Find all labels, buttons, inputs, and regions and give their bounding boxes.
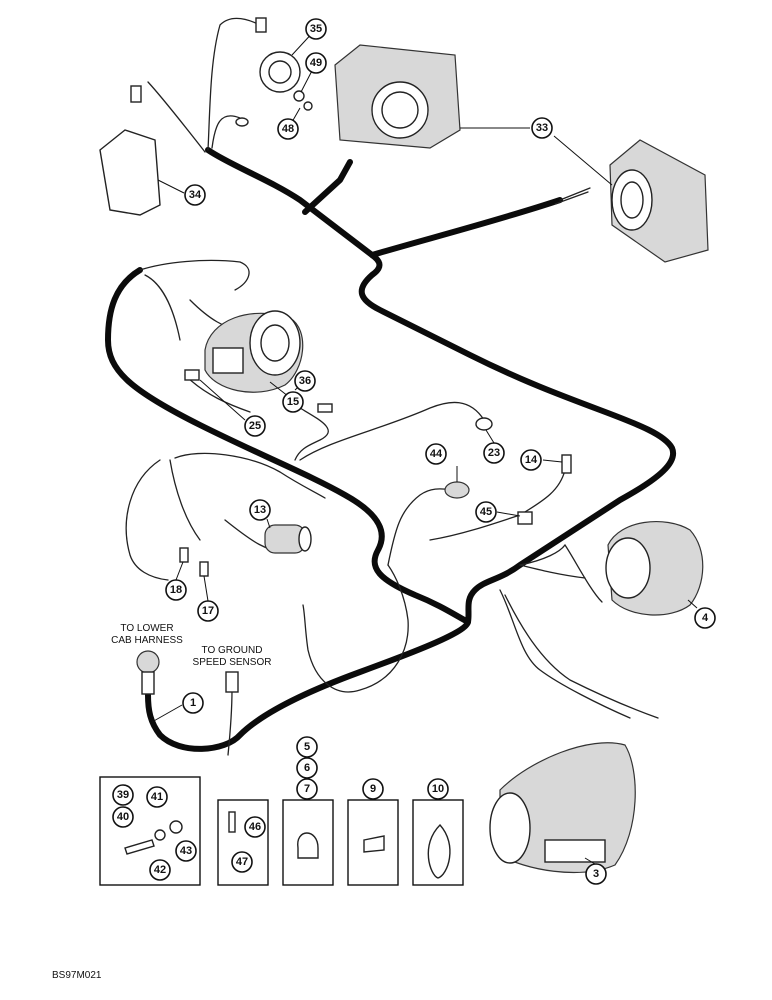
callout-45: 45 (475, 501, 497, 523)
callout-13: 13 (249, 499, 271, 521)
callout-7: 7 (296, 778, 318, 800)
callout-15: 15 (282, 391, 304, 413)
callout-33: 33 (531, 117, 553, 139)
svg-text:33: 33 (536, 122, 548, 134)
callout-14: 14 (520, 449, 542, 471)
callout-18: 18 (165, 579, 187, 601)
callout-36: 36 (294, 370, 316, 392)
compressor-15-drawing (204, 310, 304, 393)
alternator-4-drawing (605, 520, 704, 616)
svg-text:9: 9 (370, 783, 376, 795)
svg-text:49: 49 (310, 57, 322, 69)
figure-code: BS97M021 (52, 970, 102, 981)
thin-wires (125, 17, 659, 756)
svg-text:41: 41 (151, 791, 163, 803)
switch-44-drawing (444, 481, 470, 499)
hardware-48-49-drawing (235, 90, 313, 127)
hardware-box-9 (347, 799, 399, 886)
callout-35: 35 (305, 18, 327, 40)
connector-14-drawing (561, 454, 572, 474)
callout-41: 41 (146, 786, 168, 808)
diode-45-drawing (517, 511, 533, 525)
callout-1: 1 (182, 692, 204, 714)
svg-text:48: 48 (282, 123, 294, 135)
main-harness (105, 147, 677, 752)
svg-text:45: 45 (480, 506, 492, 518)
callout-48: 48 (277, 118, 299, 140)
svg-text:34: 34 (189, 189, 202, 201)
callout-3: 3 (585, 863, 607, 885)
hardware-box-10 (412, 799, 464, 886)
ground-speed-connector-drawing (225, 671, 239, 693)
lower-cab-connector-drawing (136, 650, 160, 695)
svg-text:15: 15 (287, 396, 299, 408)
svg-text:36: 36 (299, 375, 311, 387)
svg-text:14: 14 (525, 454, 538, 466)
label-lower-cab-line1: TO LOWER (120, 623, 173, 634)
blower-motor-33-upper (334, 44, 461, 149)
callout-46: 46 (244, 816, 266, 838)
svg-text:3: 3 (593, 868, 599, 880)
svg-text:10: 10 (432, 783, 444, 795)
svg-text:35: 35 (310, 23, 322, 35)
fitting-25-drawing (184, 369, 200, 381)
svg-text:17: 17 (202, 605, 214, 617)
svg-text:42: 42 (154, 864, 166, 876)
svg-text:23: 23 (488, 447, 500, 459)
solenoid-13-drawing (264, 524, 312, 554)
svg-text:6: 6 (304, 762, 310, 774)
callout-5: 5 (296, 736, 318, 758)
callout-10: 10 (427, 778, 449, 800)
callout-42: 42 (149, 859, 171, 881)
label-lower-cab-line2: CAB HARNESS (111, 635, 183, 646)
starter-3-drawing (489, 742, 636, 874)
bracket-34-drawing (99, 85, 161, 216)
callout-9: 9 (362, 778, 384, 800)
blower-motor-33-lower (609, 139, 709, 263)
callout-34: 34 (184, 184, 206, 206)
callout-17: 17 (197, 600, 219, 622)
svg-text:7: 7 (304, 783, 310, 795)
sensor-35-drawing (255, 17, 301, 93)
callout-44: 44 (425, 443, 447, 465)
svg-text:4: 4 (702, 612, 709, 624)
svg-text:1: 1 (190, 697, 196, 709)
hardware-box-5-7 (282, 799, 334, 886)
svg-text:47: 47 (236, 856, 248, 868)
callout-39: 39 (112, 784, 134, 806)
svg-text:18: 18 (170, 584, 182, 596)
svg-text:40: 40 (117, 811, 129, 823)
callout-4: 4 (694, 607, 716, 629)
callout-49: 49 (305, 52, 327, 74)
label-ground-speed-line2: SPEED SENSOR (193, 657, 272, 668)
callout-40: 40 (112, 806, 134, 828)
svg-text:25: 25 (249, 420, 261, 432)
connectors-17-18-drawing (179, 547, 209, 577)
fitting-36-drawing (317, 403, 333, 413)
svg-text:13: 13 (254, 504, 266, 516)
callout-23: 23 (483, 442, 505, 464)
callout-47: 47 (231, 851, 253, 873)
svg-text:39: 39 (117, 789, 129, 801)
callout-25: 25 (244, 415, 266, 437)
svg-text:46: 46 (249, 821, 261, 833)
svg-text:5: 5 (304, 741, 310, 753)
label-ground-speed-line1: TO GROUND (202, 645, 263, 656)
callout-43: 43 (175, 840, 197, 862)
svg-text:43: 43 (180, 845, 192, 857)
svg-text:44: 44 (430, 448, 443, 460)
callout-6: 6 (296, 757, 318, 779)
switch-23-drawing (475, 417, 493, 431)
